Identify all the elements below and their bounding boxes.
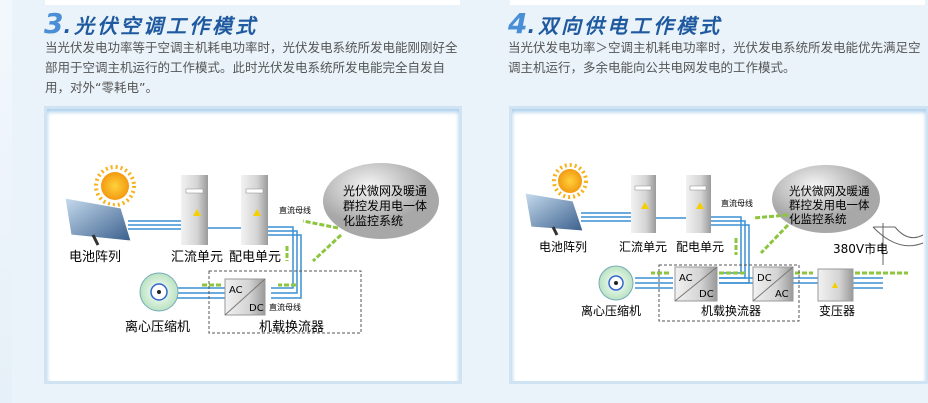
centrifugal-compressor-icon (139, 272, 179, 312)
solar-panel-icon (64, 197, 132, 246)
previous-panel-bottom (45, 0, 460, 5)
previous-panel-bottom (510, 0, 925, 5)
mode4-diagram-panel: 电池阵列 汇流单元 配电单元 直流母线 光伏微网及暖通 群控发用电一体 化监控系… (509, 106, 928, 384)
monitor-label-line1: 光伏微网及暖通 (789, 184, 870, 198)
transformer-icon (817, 268, 854, 302)
mode3-title-text: .光伏空调工作模式 (63, 14, 259, 38)
mode4-diagram: 电池阵列 汇流单元 配电单元 直流母线 光伏微网及暖通 群控发用电一体 化监控系… (524, 163, 924, 322)
grid-label: 380V市电 (833, 241, 888, 256)
ac-label: AC (229, 285, 243, 296)
dc-bus-label-bottom: 直流母线 (269, 302, 301, 312)
dc-label: DC (249, 303, 264, 314)
converter-label: 机载换流器 (259, 320, 324, 335)
converter-dashed-box (208, 270, 362, 334)
dc-bus-lines (128, 220, 302, 299)
battery-array-label: 电池阵列 (69, 250, 121, 265)
mode4-title: 4.双向供电工作模式 (508, 7, 722, 40)
control-arrows (201, 219, 343, 287)
mode3-number: 3 (44, 7, 64, 40)
monitor-system-ellipse: 光伏微网及暖通 群控发用电一体 化监控系统 (323, 163, 439, 239)
control-arrows (651, 213, 908, 275)
monitor-label-line3: 化监控系统 (343, 214, 403, 228)
monitor-label-line1: 光伏微网及暖通 (343, 184, 427, 198)
distribution-cabinet-icon (686, 175, 711, 233)
ac-dc-converter-icon: AC DC (224, 278, 266, 316)
centrifugal-compressor-icon (598, 265, 634, 301)
monitor-label-line2: 群控发用电一体 (789, 198, 870, 212)
monitor-system-ellipse: 光伏微网及暖通 群控发用电一体 化监控系统 (772, 165, 880, 233)
compressor-label: 离心压缩机 (125, 319, 190, 335)
combiner-unit-label: 汇流单元 (171, 250, 223, 265)
dc-bus-lines (581, 212, 883, 289)
mode4-title-text: .双向供电工作模式 (527, 14, 723, 38)
mode3-diagram: 电池阵列 汇流单元 配电单元 直流母线 光伏微网及暖通 群控发用电一体 化监控系… (64, 163, 439, 335)
dc-bus-label: 直流母线 (721, 198, 753, 208)
converter-label: 机载换流器 (701, 304, 761, 318)
battery-array-label: 电池阵列 (539, 240, 587, 254)
dc-bus-label: 直流母线 (279, 205, 311, 215)
ac-label-2: AC (775, 289, 789, 300)
power-pole-icon (872, 223, 924, 265)
monitor-label-line3: 化监控系统 (789, 212, 847, 226)
distribution-cabinet-icon (241, 175, 268, 245)
combiner-unit-label: 汇流单元 (619, 240, 667, 254)
sun-icon (552, 163, 588, 199)
dc-label-2: DC (757, 273, 772, 284)
transformer-label: 变压器 (819, 303, 855, 318)
monitor-label-line2: 群控发用电一体 (343, 198, 427, 213)
dc-label: DC (699, 289, 714, 300)
mode3-description: 当光伏发电功率等于空调主机耗电功率时，光伏发电系统所发电能刚刚好全部用于空调主机… (45, 40, 458, 95)
dc-ac-inverter-icon: DC AC (752, 266, 794, 302)
converter-dashed-box (658, 264, 800, 322)
compressor-label: 离心压缩机 (581, 303, 641, 318)
sun-icon (94, 165, 136, 207)
combiner-cabinet-icon (181, 175, 208, 245)
mode4-number: 4 (508, 7, 528, 40)
ac-label: AC (679, 273, 693, 284)
distribution-unit-label: 配电单元 (676, 240, 724, 254)
ac-dc-converter-icon: AC DC (674, 266, 718, 302)
distribution-unit-label: 配电单元 (229, 250, 281, 265)
mode3-title: 3.光伏空调工作模式 (44, 7, 258, 40)
solar-panel-icon (524, 192, 584, 236)
mode4-description: 当光伏发电功率＞空调主机耗电功率时，光伏发电系统所发电能优先满足空调主机运行，多… (508, 40, 921, 75)
combiner-cabinet-icon (631, 175, 656, 233)
mode3-diagram-panel: 电池阵列 汇流单元 配电单元 直流母线 光伏微网及暖通 群控发用电一体 化监控系… (44, 106, 462, 384)
